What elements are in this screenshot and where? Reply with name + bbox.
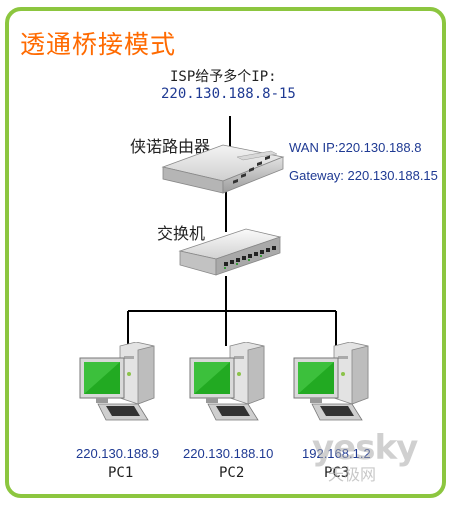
watermark-brand: yesky bbox=[312, 428, 418, 468]
pc1-name: PC1 bbox=[108, 465, 134, 481]
router-label: 侠诺路由器 bbox=[130, 137, 211, 156]
isp-label: ISP给予多个IP: bbox=[170, 69, 277, 85]
pc1-computer-icon bbox=[79, 342, 155, 421]
watermark-sub: 天极网 bbox=[328, 465, 377, 484]
router-icon bbox=[161, 144, 285, 194]
pc3-name: PC3 bbox=[324, 465, 350, 481]
router-wan-ip: WAN IP:220.130.188.8 bbox=[289, 140, 422, 155]
pc2-computer-icon bbox=[189, 342, 265, 421]
isp-ip-range: 220.130.188.8-15 bbox=[161, 86, 296, 102]
pc3-computer-icon bbox=[293, 342, 369, 421]
pc2-name: PC2 bbox=[219, 465, 245, 481]
diagram-frame bbox=[5, 7, 446, 498]
pc2-ip: 220.130.188.10 bbox=[183, 446, 274, 461]
switch-icon bbox=[178, 228, 282, 276]
pc1-ip: 220.130.188.9 bbox=[76, 446, 160, 461]
switch-label: 交换机 bbox=[157, 224, 206, 243]
pc3-ip: 192.168.1.2 bbox=[302, 446, 371, 461]
diagram-title: 透通桥接模式 bbox=[20, 30, 177, 59]
router-gateway: Gateway: 220.130.188.15 bbox=[289, 168, 438, 183]
